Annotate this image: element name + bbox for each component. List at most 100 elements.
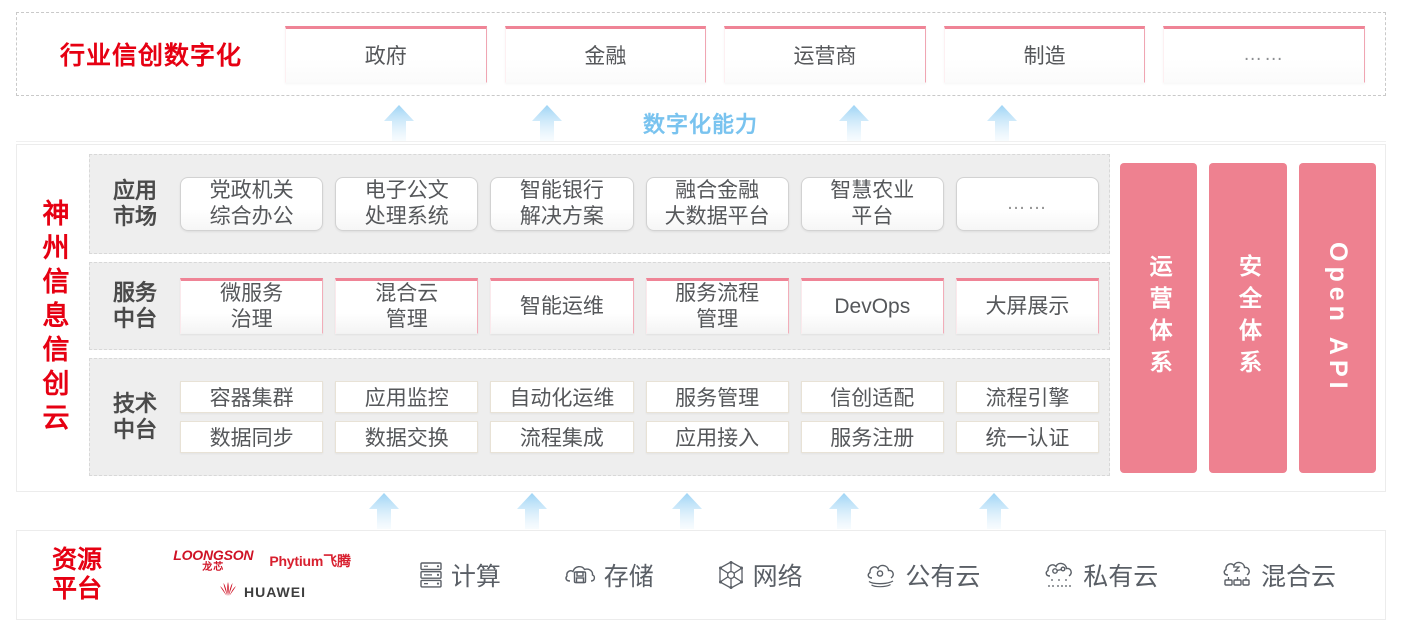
app-card-more[interactable]: …… (955, 177, 1100, 231)
up-arrow-icon (831, 104, 877, 142)
layer-application-market: 应用 市场 党政机关 综合办公 电子公文 处理系统 智能银行 解决方案 融合金融… (89, 154, 1110, 254)
application-market-cards: 党政机关 综合办公 电子公文 处理系统 智能银行 解决方案 融合金融 大数据平台… (180, 177, 1100, 231)
loongson-logo-en: LOONGSON (173, 547, 254, 563)
resource-item-label: 私有云 (1083, 563, 1159, 591)
industry-band: 行业信创数字化 政府 金融 运营商 制造 …… (16, 12, 1386, 96)
up-arrow-icon (524, 104, 570, 142)
public-cloud-icon (864, 561, 898, 589)
up-arrow-icon (821, 492, 867, 530)
industry-band-title: 行业信创数字化 (59, 42, 242, 70)
layer-label-line2: 中台 (112, 306, 157, 331)
up-arrow-icon (509, 492, 555, 530)
svc-card-devops[interactable]: DevOps (800, 278, 944, 334)
tech-card-application-access[interactable]: 应用接入 (645, 421, 789, 453)
tech-card-xinchuang-adaptation[interactable]: 信创适配 (800, 381, 944, 413)
layer-label-application-market: 应用 市场 (100, 178, 170, 230)
tech-card-process-engine[interactable]: 流程引擎 (955, 381, 1100, 413)
industry-card-manufacturing[interactable]: 制造 (943, 25, 1146, 83)
layer-service-middle-platform: 服务 中台 微服务 治理 混合云 管理 智能运维 服务流程 管理 DevOps … (89, 262, 1110, 350)
resource-item-storage[interactable]: 存储 (563, 557, 654, 593)
app-card-smart-bank-solution[interactable]: 智能银行 解决方案 (490, 177, 634, 231)
up-arrow-icon (979, 104, 1025, 142)
pillar-security-system[interactable]: 安全体系 (1209, 163, 1287, 473)
tech-card-data-sync[interactable]: 数据同步 (180, 421, 324, 453)
huawei-flower-icon (218, 581, 238, 602)
network-icon (716, 560, 746, 590)
resource-arrow-strip (16, 492, 1386, 530)
app-card-party-government-office[interactable]: 党政机关 综合办公 (180, 177, 324, 231)
up-arrow-icon (971, 492, 1017, 530)
vendor-logo-row-1: LOONGSON 龙芯 Phytium飞腾 (173, 548, 351, 573)
layer-label-line1: 服务 (112, 280, 157, 306)
phytium-logo: Phytium飞腾 (269, 552, 351, 569)
cloud-platform-body: 应用 市场 党政机关 综合办公 电子公文 处理系统 智能银行 解决方案 融合金融… (89, 145, 1385, 491)
tech-card-service-registry[interactable]: 服务注册 (800, 421, 944, 453)
up-arrow-icon (376, 104, 422, 142)
loongson-logo-cn: 龙芯 (202, 562, 225, 573)
up-arrow-icon (664, 492, 710, 530)
resource-item-public-cloud[interactable]: 公有云 (864, 557, 980, 593)
cloud-layer-list: 应用 市场 党政机关 综合办公 电子公文 处理系统 智能银行 解决方案 融合金融… (89, 154, 1110, 482)
huawei-logo-text: HUAWEI (244, 583, 306, 600)
layer-label-line2: 市场 (112, 204, 157, 229)
app-card-fusion-finance-bigdata[interactable]: 融合金融 大数据平台 (645, 177, 789, 231)
industry-card-list: 政府 金融 运营商 制造 …… (285, 25, 1385, 83)
svc-card-intelligent-ops[interactable]: 智能运维 (490, 278, 634, 334)
app-card-e-document-system[interactable]: 电子公文 处理系统 (335, 177, 479, 231)
app-card-smart-agriculture[interactable]: 智慧农业 平台 (800, 177, 944, 231)
server-icon (418, 560, 444, 590)
resource-item-private-cloud[interactable]: 私有云 (1042, 557, 1158, 593)
svc-card-service-process-management[interactable]: 服务流程 管理 (645, 278, 789, 334)
resource-item-label: 存储 (603, 563, 654, 591)
layer-label-line1: 技术 (112, 391, 157, 417)
capability-label: 数字化能力 (643, 112, 759, 137)
svc-card-microservice-governance[interactable]: 微服务 治理 (180, 278, 324, 334)
cloud-platform-title: 神州信息信创云 (38, 199, 69, 437)
tech-card-data-exchange[interactable]: 数据交换 (335, 421, 479, 453)
capability-arrow-strip: 数字化能力 (16, 100, 1386, 142)
up-arrow-icon (361, 492, 407, 530)
industry-card-more[interactable]: …… (1163, 25, 1365, 83)
industry-card-carrier[interactable]: 运营商 (724, 25, 926, 83)
layer-technology-middle-platform: 技术 中台 容器集群 应用监控 自动化运维 服务管理 信创适配 流程引擎 (89, 358, 1110, 476)
technology-row-2: 数据同步 数据交换 流程集成 应用接入 服务注册 统一认证 (180, 421, 1100, 453)
huawei-logo: HUAWEI (218, 581, 306, 602)
service-middle-platform-cards: 微服务 治理 混合云 管理 智能运维 服务流程 管理 DevOps 大屏展示 (180, 278, 1100, 334)
resource-item-compute[interactable]: 计算 (418, 557, 501, 593)
technology-row-1: 容器集群 应用监控 自动化运维 服务管理 信创适配 流程引擎 (180, 381, 1100, 413)
tech-card-application-monitoring[interactable]: 应用监控 (335, 381, 479, 413)
industry-card-government[interactable]: 政府 (285, 25, 487, 83)
band-divider (16, 141, 1386, 142)
resource-title-line1: 资源 (51, 545, 102, 574)
tech-card-process-integration[interactable]: 流程集成 (490, 421, 634, 453)
resource-platform-panel: 资源 平台 LOONGSON 龙芯 Phytium飞腾 (16, 530, 1386, 620)
storage-cloud-icon (563, 561, 597, 589)
vendor-logo-row-2: HUAWEI (218, 581, 306, 602)
pillar-open-api[interactable]: Open API (1298, 163, 1376, 473)
private-cloud-icon (1042, 560, 1076, 590)
loongson-logo: LOONGSON 龙芯 (173, 548, 253, 573)
industry-card-finance[interactable]: 金融 (504, 25, 707, 83)
svc-card-hybrid-cloud-management[interactable]: 混合云 管理 (335, 278, 479, 334)
tech-card-automated-ops[interactable]: 自动化运维 (490, 381, 634, 413)
pillar-operations-system[interactable]: 运营体系 (1120, 163, 1198, 473)
hybrid-cloud-icon (1220, 560, 1254, 590)
resource-item-label: 公有云 (905, 563, 981, 591)
tech-card-service-management[interactable]: 服务管理 (645, 381, 789, 413)
technology-middle-platform-grid: 容器集群 应用监控 自动化运维 服务管理 信创适配 流程引擎 数据同步 数据交换… (180, 381, 1100, 453)
vendor-logo-list: LOONGSON 龙芯 Phytium飞腾 (137, 548, 387, 602)
resource-item-label: 网络 (752, 563, 803, 591)
resource-item-hybrid-cloud[interactable]: 混合云 (1220, 557, 1336, 593)
layer-label-technology-middle-platform: 技术 中台 (100, 391, 170, 443)
resource-platform-title: 资源 平台 (17, 546, 137, 605)
tech-card-unified-auth[interactable]: 统一认证 (955, 421, 1100, 453)
resource-item-network[interactable]: 网络 (716, 557, 803, 593)
layer-label-service-middle-platform: 服务 中台 (100, 280, 170, 332)
tech-card-container-cluster[interactable]: 容器集群 (180, 381, 324, 413)
resource-title-line2: 平台 (51, 575, 102, 603)
resource-item-label: 混合云 (1261, 563, 1337, 591)
cloud-platform-panel: 神州信息信创云 应用 市场 党政机关 综合办公 电子公文 处理系统 智能银行 解… (16, 144, 1386, 492)
resource-item-list: 计算 存储 (387, 557, 1385, 593)
svc-card-large-screen-display[interactable]: 大屏展示 (955, 278, 1100, 334)
